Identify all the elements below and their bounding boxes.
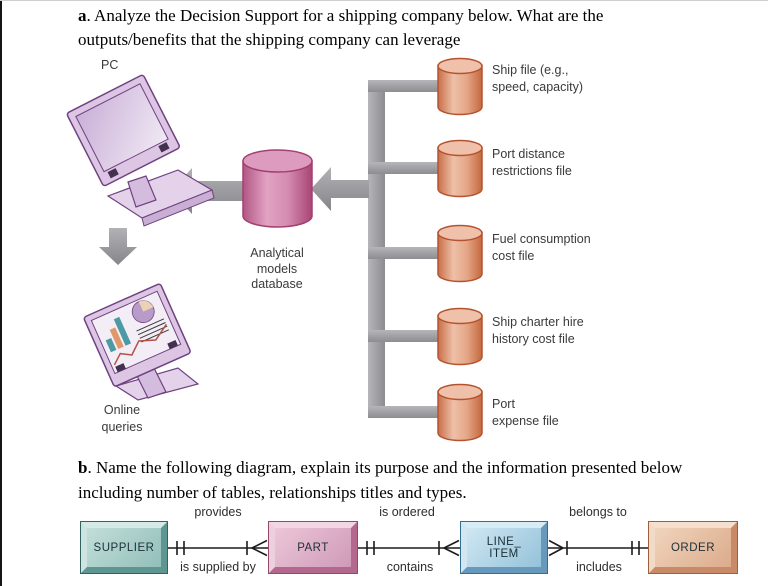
relationship-contains-label: contains	[386, 560, 434, 574]
erd-link-lineitem-order	[548, 539, 648, 557]
mini-line-chart-icon	[113, 323, 167, 366]
entity-order-label: ORDER	[655, 528, 731, 567]
entity-part-label: PART	[275, 528, 351, 567]
page-left-border	[0, 0, 2, 586]
relationship-provides-label: provides	[194, 505, 242, 519]
erd-link-supplier-part	[168, 539, 268, 557]
erd-link-part-lineitem	[358, 539, 460, 557]
port-distance-file-label: Port distance restrictions file	[492, 147, 572, 178]
arrow-to-database-icon	[311, 167, 369, 211]
question-a-heading-line1: a. Analyze the Decision Support for a sh…	[78, 6, 604, 25]
analytical-database-cylinder-icon	[242, 149, 313, 228]
entity-part: PART	[268, 521, 358, 574]
crows-foot-notation	[548, 539, 568, 557]
entity-line-item-label: LINE_ ITEM	[467, 528, 541, 567]
question-b-heading-line1: b. Name the following diagram, explain i…	[78, 458, 683, 477]
question-a-marker: a	[78, 6, 87, 25]
relationship-is-supplied-by-label: is supplied by	[180, 560, 256, 574]
data-file-cylinders	[437, 57, 483, 442]
port-distance-cylinder-icon	[437, 139, 483, 198]
question-b-heading-line2: including number of tables, relationship…	[78, 483, 467, 502]
relationship-belongs-to-label: belongs to	[569, 505, 627, 519]
one-tick-notation	[631, 541, 640, 555]
erd-connectors	[168, 539, 648, 557]
relationship-includes-label: includes	[576, 560, 622, 574]
charter-hire-cylinder-icon	[437, 307, 483, 366]
entity-line-item: LINE_ ITEM	[460, 521, 548, 574]
online-queries-monitor-icon	[83, 283, 200, 401]
page-top-border	[0, 0, 768, 1]
pc-label: PC	[101, 58, 119, 72]
entity-supplier: SUPPLIER	[80, 521, 168, 574]
entity-order: ORDER	[648, 521, 738, 574]
ship-file-cylinder-icon	[437, 57, 483, 116]
crows-foot-notation	[438, 539, 460, 557]
connector-trunk	[368, 80, 442, 418]
question-a-heading-line2: outputs/benefits that the shipping compa…	[78, 30, 461, 49]
charter-hire-file-label: Ship charter hire history cost file	[492, 315, 584, 346]
relationship-is-ordered-label: is ordered	[379, 505, 435, 519]
fuel-cost-file-label: Fuel consumption cost file	[492, 232, 591, 263]
mini-bar-chart-icon	[105, 337, 117, 353]
ship-file-label: Ship file (e.g., speed, capacity)	[492, 63, 584, 94]
entity-supplier-label: SUPPLIER	[87, 528, 161, 567]
one-tick-notation	[176, 541, 185, 555]
analytical-database-label: Analytical models database	[250, 246, 304, 291]
pc-monitor-icon	[66, 74, 215, 227]
port-expense-cylinder-icon	[437, 383, 483, 442]
question-b-marker: b	[78, 458, 88, 477]
online-queries-label: Online queries	[101, 403, 143, 434]
crows-foot-notation	[246, 539, 268, 557]
port-expense-file-label: Port expense file	[492, 397, 559, 428]
one-tick-notation	[366, 541, 375, 555]
fuel-cost-cylinder-icon	[437, 224, 483, 283]
arrow-down-icon	[99, 228, 137, 265]
